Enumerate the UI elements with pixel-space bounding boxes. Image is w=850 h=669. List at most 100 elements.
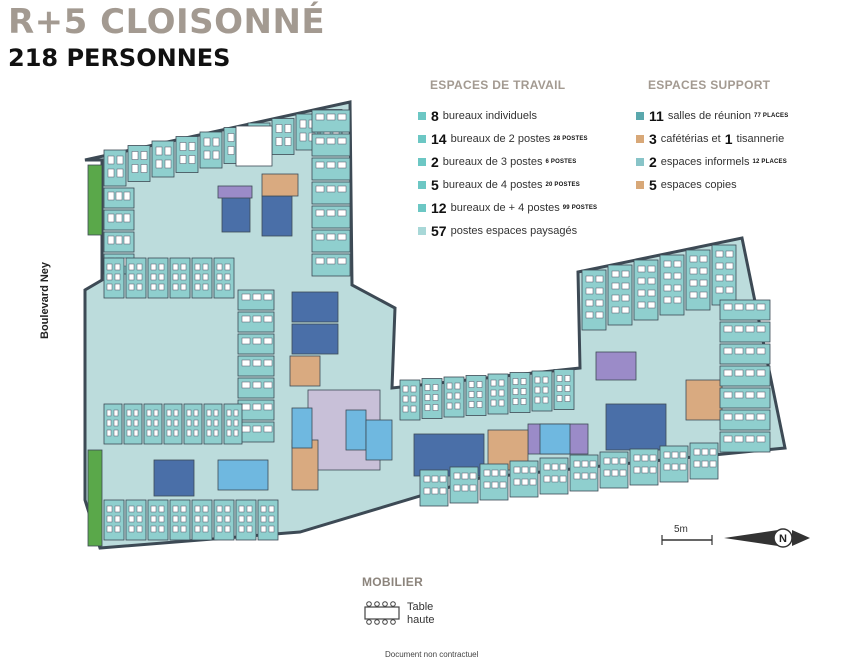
desk — [150, 525, 157, 533]
desk — [633, 454, 641, 462]
legend-capacity: 6 POSTES — [545, 158, 577, 165]
office-room — [311, 109, 351, 133]
desk — [542, 396, 549, 404]
desk — [513, 466, 521, 474]
meeting-room — [153, 459, 195, 497]
cafeteria — [487, 429, 529, 471]
desk — [468, 381, 475, 388]
desk — [106, 273, 113, 281]
desk — [202, 263, 209, 271]
desk — [114, 505, 121, 513]
desk — [663, 260, 672, 268]
desk — [402, 385, 409, 393]
desk — [212, 137, 220, 147]
legend-swatch — [418, 134, 426, 143]
desk — [402, 405, 409, 413]
desk — [315, 113, 325, 121]
desk — [252, 403, 262, 411]
desk — [326, 161, 336, 169]
desk — [128, 283, 135, 291]
legend-swatch — [418, 226, 426, 235]
desk — [299, 119, 307, 129]
meeting-room — [221, 195, 251, 233]
desk — [559, 463, 567, 471]
desk — [673, 284, 682, 292]
wc — [291, 407, 313, 449]
desk — [337, 257, 347, 265]
desk — [476, 391, 483, 398]
desk — [241, 403, 251, 411]
desk — [172, 273, 179, 281]
desk — [585, 275, 594, 283]
desk — [106, 505, 113, 513]
desk — [715, 286, 724, 294]
office-room — [311, 157, 351, 181]
desk — [701, 448, 709, 456]
desk — [673, 260, 682, 268]
desk — [140, 151, 148, 160]
desk — [180, 515, 187, 523]
garden-planter — [87, 164, 103, 236]
desk — [226, 409, 232, 417]
desk — [224, 283, 231, 291]
desk — [216, 515, 223, 523]
desk — [621, 294, 630, 302]
desk — [326, 233, 336, 241]
desk — [573, 460, 581, 468]
desk — [263, 403, 273, 411]
desk — [647, 277, 656, 285]
desk — [725, 274, 734, 282]
legend-swatch — [636, 180, 644, 189]
legend-workspaces-heading: ESPACES DE TRAVAIL — [430, 78, 566, 92]
desk — [106, 429, 112, 437]
desk — [263, 359, 273, 367]
desk — [734, 325, 744, 333]
desk — [263, 381, 273, 389]
legend-label-secondary: tisannerie — [736, 132, 785, 145]
desk — [647, 289, 656, 297]
desk — [745, 303, 755, 311]
desk — [595, 311, 604, 319]
desk — [326, 137, 336, 145]
desk — [180, 263, 187, 271]
desk — [106, 409, 112, 417]
desk — [206, 409, 212, 417]
desk — [715, 274, 724, 282]
desk — [202, 283, 209, 291]
desk — [131, 164, 139, 173]
desk — [193, 429, 199, 437]
desk — [585, 287, 594, 295]
desk — [723, 303, 733, 311]
desk — [756, 347, 766, 355]
desk — [128, 505, 135, 513]
desk — [186, 419, 192, 427]
desk — [216, 505, 223, 513]
desk — [106, 515, 113, 523]
desk — [446, 392, 453, 400]
desk — [131, 151, 139, 160]
desk — [326, 209, 336, 217]
desk — [637, 265, 646, 273]
copy-room — [289, 355, 321, 387]
legend-label: postes espaces paysagés — [450, 224, 578, 237]
desk — [423, 475, 431, 483]
desk — [166, 419, 172, 427]
desk — [146, 429, 152, 437]
office-room — [311, 253, 351, 277]
desk — [172, 283, 179, 291]
desk — [202, 515, 209, 523]
desk — [150, 505, 157, 513]
desk — [454, 392, 461, 400]
desk — [542, 376, 549, 384]
office-room — [311, 229, 351, 253]
wc — [365, 419, 393, 461]
desk — [213, 429, 219, 437]
desk — [756, 303, 766, 311]
